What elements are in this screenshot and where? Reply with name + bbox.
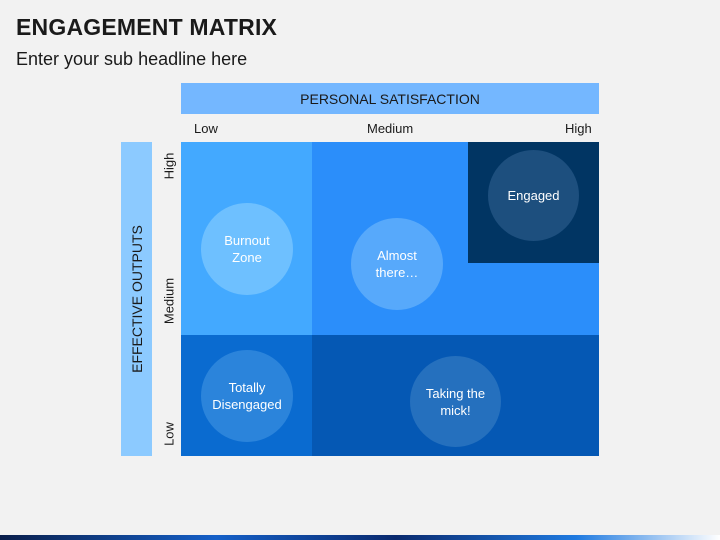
- burnout-zone-label: Burnout Zone: [224, 233, 270, 265]
- x-tick-medium: Medium: [367, 121, 414, 136]
- taking-the-mick-circle: Taking the mick!: [410, 356, 501, 447]
- x-tick-high: High: [565, 121, 592, 136]
- x-axis-label: PERSONAL SATISFACTION: [300, 90, 480, 107]
- y-tick-medium: Medium: [161, 277, 177, 325]
- x-tick-low: Low: [194, 121, 218, 136]
- x-axis-header: PERSONAL SATISFACTION: [181, 83, 599, 114]
- taking-the-mick-label: Taking the mick!: [425, 385, 486, 418]
- almost-there-label: Almost there…: [375, 248, 419, 280]
- y-tick-high: High: [161, 152, 177, 180]
- footer-gradient-bar: [0, 535, 720, 540]
- page-title: ENGAGEMENT MATRIX: [16, 14, 278, 40]
- engaged-label: Engaged: [507, 188, 560, 203]
- totally-disengaged-circle: Totally Disengaged: [201, 350, 293, 442]
- engaged-circle: Engaged: [488, 150, 579, 241]
- y-axis-label: EFFECTIVE OUTPUTS: [128, 225, 145, 373]
- burnout-zone-circle: Burnout Zone: [201, 203, 293, 295]
- almost-there-circle: Almost there…: [351, 218, 443, 310]
- y-axis-header: EFFECTIVE OUTPUTS: [121, 142, 152, 456]
- page-subtitle: Enter your sub headline here: [16, 49, 248, 69]
- y-tick-low: Low: [161, 422, 177, 446]
- totally-disengaged-label: Totally Disengaged: [212, 380, 282, 412]
